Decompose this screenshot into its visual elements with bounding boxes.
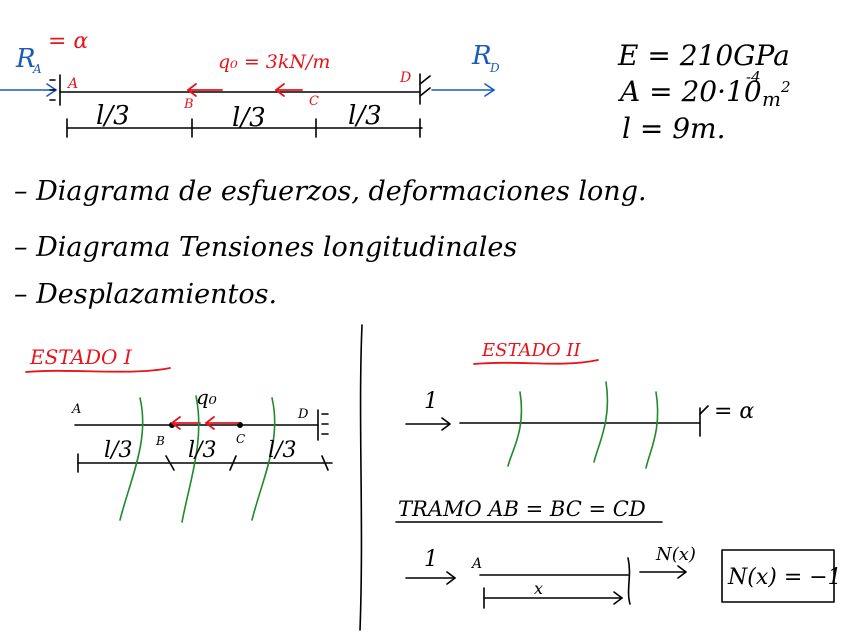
estado-1-point-d: D	[297, 407, 309, 422]
reaction-left-arrowhead	[46, 83, 58, 97]
estado-1-right-support	[317, 409, 329, 441]
estado-1-point-a: A	[71, 402, 81, 417]
estado-2-support-label: = α	[714, 399, 754, 424]
tramo-equation: TRAMO AB = BC = CD	[398, 497, 646, 521]
reaction-left-value: = α	[48, 29, 88, 54]
reaction-left-subscript: A	[32, 62, 42, 76]
given-a-unit: m	[762, 87, 781, 111]
segment-label-3: l/3	[348, 101, 382, 131]
estado-1-segment-2: l/3	[188, 438, 216, 463]
estado-1: ESTADO I A B C D q₀ l/3 l	[25, 345, 333, 523]
estado-2-underline	[473, 359, 599, 365]
given-l: l = 9m.	[622, 112, 725, 145]
given-a-unit-exponent: 2	[780, 78, 791, 96]
right-support	[419, 73, 431, 105]
estado-1-cut-2	[181, 395, 200, 523]
reaction-right-label: R	[471, 41, 492, 71]
estado-1-cut-1	[119, 397, 144, 521]
free-body-point-a: A	[470, 556, 482, 572]
estado-2-cut-2	[593, 381, 609, 463]
result-equation: N(x) = −1	[727, 565, 842, 590]
distributed-load-arrows	[187, 83, 303, 97]
point-b-label: B	[183, 97, 194, 112]
estado-2-force2-arrowhead	[446, 571, 456, 585]
given-a: A = 20·10	[617, 75, 762, 108]
estado-1-segment-3: l/3	[268, 438, 296, 463]
estado-2-force2-label: 1	[424, 547, 438, 572]
left-support	[49, 74, 61, 106]
point-c-label: C	[309, 94, 319, 109]
reaction-right-subscript: D	[489, 61, 500, 75]
estado-1-load-arrows	[171, 416, 239, 430]
given-e: E = 210GPa	[617, 39, 790, 72]
task-1: – Diagrama de esfuerzos, deformaciones l…	[14, 176, 647, 207]
normal-force-label: N(x)	[655, 544, 696, 565]
load-label: q₀ = 3kN/m	[218, 51, 330, 73]
estado-1-load-label: q₀	[196, 385, 217, 409]
task-list: – Diagrama de esfuerzos, deformaciones l…	[14, 176, 647, 310]
main-beam-diagram: R A = α R D q₀ = 3kN/m A B C D l/3 l/3 l…	[0, 29, 500, 138]
estado-1-point-b: B	[155, 434, 165, 448]
reaction-left-label: R	[15, 44, 36, 74]
segment-label-1: l/3	[96, 101, 130, 131]
estado-1-cut-3	[251, 397, 276, 521]
free-body-cut	[627, 557, 631, 605]
estado-1-title: ESTADO I	[29, 345, 133, 369]
segment-label-2: l/3	[232, 103, 266, 133]
normal-force-arrowhead	[677, 565, 687, 579]
result-box	[721, 549, 835, 603]
point-d-label: D	[399, 70, 411, 86]
task-3: – Desplazamientos.	[14, 279, 277, 310]
task-2: – Diagrama Tensiones longitudinales	[14, 232, 517, 263]
estado-1-point-c: C	[236, 432, 245, 446]
point-a-label: A	[66, 76, 78, 92]
estado-2-title: ESTADO II	[481, 340, 582, 361]
column-divider	[359, 324, 363, 631]
estado-2-force-label: 1	[424, 389, 438, 414]
given-a-exponent: -4	[746, 68, 761, 86]
x-label: x	[534, 579, 543, 598]
estado-2: ESTADO II 1 = α TRAMO AB = BC = CD 1 A x…	[395, 340, 842, 609]
reaction-right-arrowhead	[484, 83, 496, 97]
estado-2-force-arrowhead	[441, 417, 451, 431]
estado-1-segment-1: l/3	[104, 438, 132, 463]
givens: E = 210GPa A = 20·10 -4 m 2 l = 9m.	[617, 39, 791, 145]
estado-2-cut-1	[507, 391, 523, 467]
dimension-line	[66, 118, 423, 138]
estado-2-right-support	[699, 405, 709, 437]
estado-1-underline	[25, 367, 171, 373]
estado-2-cut-3	[645, 391, 659, 469]
